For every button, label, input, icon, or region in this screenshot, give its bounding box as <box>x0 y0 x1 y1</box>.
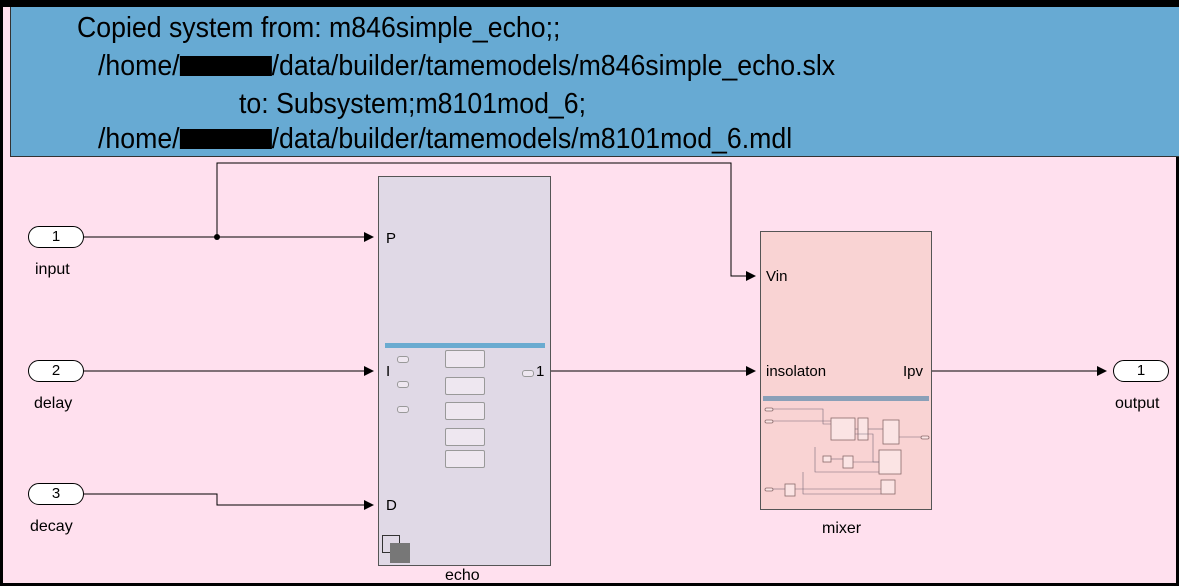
inport-2-label: delay <box>34 395 73 412</box>
inport-1-label: input <box>35 261 70 278</box>
inport-3[interactable]: 3 <box>28 483 84 505</box>
preview-port-icon <box>397 381 409 388</box>
preview-block-icon <box>445 402 485 420</box>
echo-block-name: echo <box>445 567 480 584</box>
inport-2[interactable]: 2 <box>28 360 84 382</box>
wire-decay-to-echo-d <box>84 493 374 510</box>
redaction-bar <box>179 56 272 76</box>
annotation-line-1: Copied system from: m846simple_echo;; <box>77 12 561 44</box>
preview-block-icon <box>445 350 485 368</box>
preview-port-icon <box>397 406 409 413</box>
outport-1[interactable]: 1 <box>1113 360 1169 382</box>
mixer-port-ipv: Ipv <box>903 363 924 380</box>
outport-1-label: output <box>1115 395 1160 412</box>
echo-subsystem-block[interactable]: P I D 1 <box>378 176 551 566</box>
inport-3-label: decay <box>30 518 73 535</box>
top-border <box>0 0 1179 7</box>
mixer-preview-diagram <box>764 407 930 497</box>
subsystem-corner-shadow-icon <box>390 543 410 563</box>
mixer-separator <box>763 396 929 401</box>
mixer-port-insolaton: insolaton <box>766 363 827 380</box>
mixer-block-name: mixer <box>822 520 862 537</box>
preview-port-icon <box>522 370 534 377</box>
preview-block-icon <box>445 428 485 446</box>
echo-port-p: P <box>386 230 397 247</box>
annotation-line-3: to: Subsystem;m8101mod_6; <box>239 88 587 120</box>
mixer-port-vin: Vin <box>766 268 788 285</box>
echo-port-d: D <box>386 497 397 514</box>
annotation-banner[interactable]: Copied system from: m846simple_echo;; /h… <box>10 7 1179 157</box>
annotation-line-4: /home//data/builder/tamemodels/m8101mod_… <box>98 123 793 155</box>
wire-input-to-mixer-vin <box>216 162 756 281</box>
annotation-line-2: /home//data/builder/tamemodels/m846simpl… <box>98 50 836 82</box>
echo-port-out: 1 <box>536 363 545 380</box>
preview-block-icon <box>445 377 485 395</box>
preview-port-icon <box>397 356 409 363</box>
inport-1[interactable]: 1 <box>28 226 84 248</box>
echo-port-i: I <box>386 363 391 380</box>
preview-block-icon <box>445 450 485 468</box>
branch-point <box>214 234 220 240</box>
echo-separator <box>385 343 545 348</box>
mixer-subsystem-block[interactable]: Vin insolaton Ipv <box>760 231 932 510</box>
redaction-bar <box>179 129 272 149</box>
